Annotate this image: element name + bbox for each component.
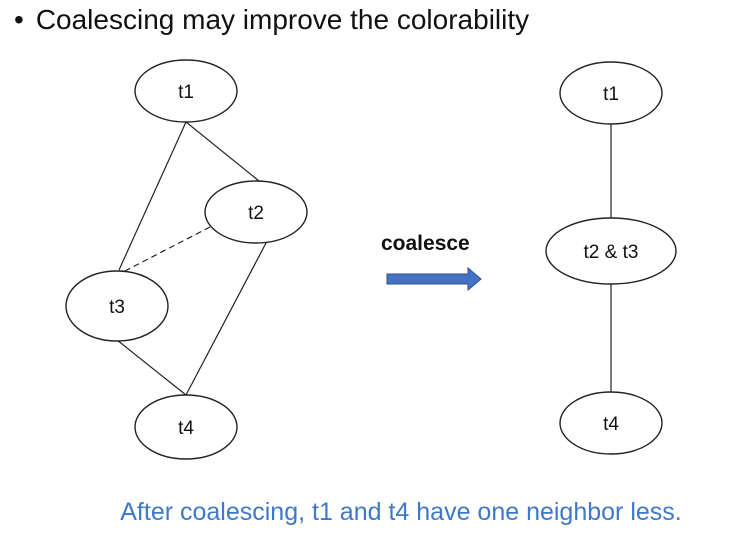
before-graph-edges (116, 121, 267, 396)
footer-note: After coalescing, t1 and t4 have one nei… (0, 498, 752, 527)
before-node-t3-label: t3 (109, 297, 125, 318)
bullet-symbol: • (14, 4, 24, 35)
after-node-t1-label: t1 (603, 84, 619, 105)
before-node-t1-label: t1 (178, 82, 194, 103)
footer-text: After coalescing, t1 and t4 have one nei… (120, 498, 682, 526)
edge-t2-t3-dashed (120, 226, 211, 274)
bullet-text: Coalescing may improve the colorability (35, 4, 530, 35)
coalesce-label: coalesce (381, 232, 470, 255)
edge-t1-t2 (185, 121, 260, 182)
after-node-t23: t2 & t3 (545, 217, 677, 285)
coalesce-arrow-icon (386, 266, 482, 292)
after-node-t1: t1 (559, 61, 663, 125)
before-node-t1: t1 (134, 59, 238, 123)
after-node-t23-label: t2 & t3 (584, 242, 639, 263)
before-node-t4: t4 (134, 394, 238, 460)
edge-t1-t3 (118, 121, 187, 271)
before-node-t2-label: t2 (248, 203, 264, 224)
before-node-t3: t3 (65, 270, 169, 342)
edge-t3-t4 (116, 339, 187, 396)
before-node-t4-label: t4 (178, 418, 194, 439)
bullet-point: • Coalescing may improve the colorability (14, 4, 529, 36)
after-node-t4-label: t4 (603, 414, 619, 435)
before-node-t2: t2 (204, 180, 308, 244)
after-node-t4: t4 (559, 391, 663, 455)
edge-t2-t4 (185, 242, 267, 396)
